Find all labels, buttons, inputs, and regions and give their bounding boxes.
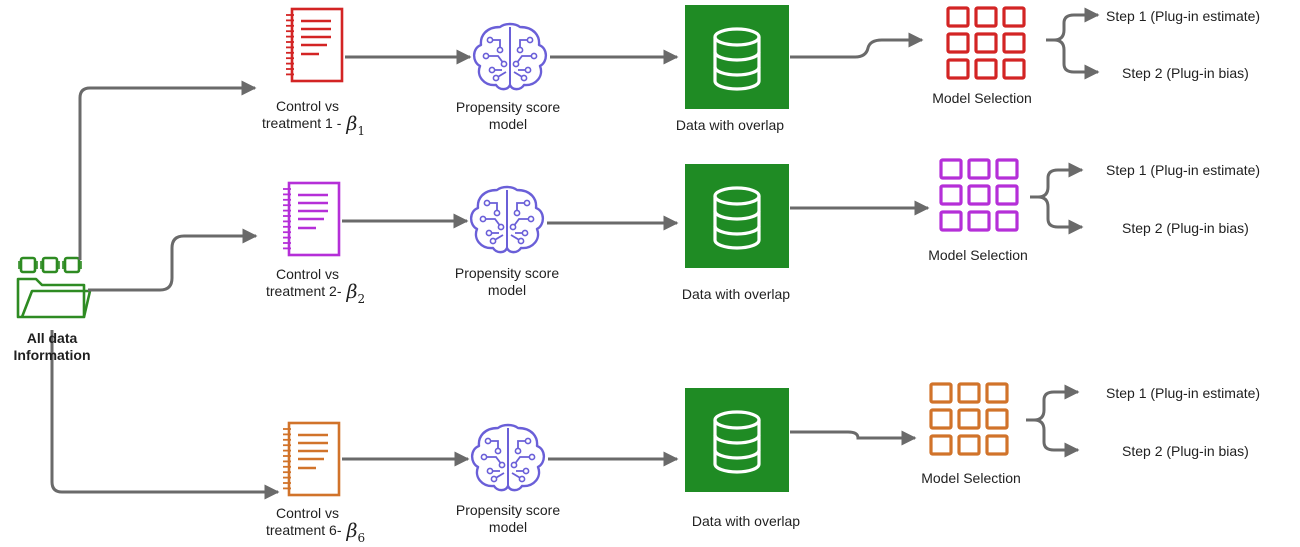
contrast-label-row-2: Control vs treatment 2-β2 bbox=[266, 266, 392, 308]
data-overlap-label-row-1: Data with overlap bbox=[675, 117, 785, 133]
source-connectors bbox=[50, 80, 280, 500]
document-icon bbox=[286, 7, 344, 83]
arrow-to-step2 bbox=[1053, 38, 1100, 80]
connector-source-row-1 bbox=[78, 80, 257, 260]
brain-icon bbox=[469, 185, 545, 254]
brain-icon bbox=[472, 22, 548, 91]
model-selection-label-row-3: Model Selection bbox=[921, 470, 1021, 486]
brain-icon bbox=[470, 423, 546, 492]
contrast-line1: Control vs bbox=[276, 505, 340, 521]
propensity-line1: Propensity score bbox=[454, 265, 560, 281]
contrast-line2: treatment 1 - bbox=[262, 115, 342, 131]
step2-label-row-1: Step 2 (Plug-in bias) bbox=[1122, 65, 1249, 81]
row-arrows bbox=[342, 384, 1080, 467]
model-selection-label-row-1: Model Selection bbox=[932, 90, 1032, 106]
propensity-line2: model bbox=[487, 282, 527, 298]
row-arrows bbox=[342, 162, 1084, 235]
propensity-label-row-2: Propensity score model bbox=[444, 265, 570, 299]
connector-source-row-3 bbox=[50, 330, 280, 500]
model-grid-icon bbox=[946, 6, 1026, 80]
contrast-line1: Control vs bbox=[276, 98, 340, 114]
propensity-label-row-1: Propensity score model bbox=[445, 99, 571, 133]
step2-label-row-3: Step 2 (Plug-in bias) bbox=[1122, 443, 1249, 459]
step1-label-row-3: Step 1 (Plug-in estimate) bbox=[1106, 385, 1261, 401]
model-selection-label-row-2: Model Selection bbox=[928, 247, 1028, 263]
document-icon bbox=[283, 421, 341, 497]
propensity-line1: Propensity score bbox=[455, 502, 561, 518]
model-grid-icon bbox=[939, 158, 1019, 232]
step1-label-row-1: Step 1 (Plug-in estimate) bbox=[1106, 8, 1261, 24]
contrast-label-row-1: Control vs treatment 1 -β1 bbox=[262, 98, 388, 140]
arrow-to-step1 bbox=[1026, 384, 1080, 422]
propensity-line2: model bbox=[488, 116, 528, 132]
database-icon bbox=[683, 3, 791, 111]
connector-source-row-2 bbox=[88, 228, 258, 292]
document-icon bbox=[283, 181, 341, 257]
arrow-data-to-selection bbox=[790, 32, 924, 59]
arrow-data-to-selection bbox=[790, 430, 917, 446]
propensity-label-row-3: Propensity score model bbox=[445, 502, 571, 536]
row-arrows bbox=[345, 7, 1100, 80]
database-icon bbox=[683, 162, 791, 270]
arrow-to-step1 bbox=[1046, 7, 1100, 42]
database-icon bbox=[683, 386, 791, 494]
arrow-to-step2 bbox=[1033, 418, 1080, 458]
contrast-line1: Control vs bbox=[276, 266, 340, 282]
propensity-line1: Propensity score bbox=[455, 99, 561, 115]
source-label-line1: All data bbox=[26, 330, 78, 346]
contrast-line2: treatment 6- bbox=[266, 522, 342, 538]
arrow-to-step1 bbox=[1030, 162, 1084, 199]
arrow-to-step2 bbox=[1037, 195, 1084, 235]
model-grid-icon bbox=[929, 382, 1009, 456]
beta-symbol: β2 bbox=[346, 281, 366, 306]
contrast-line2: treatment 2- bbox=[266, 283, 342, 299]
source-label-line2: Information bbox=[13, 347, 91, 363]
step1-label-row-2: Step 1 (Plug-in estimate) bbox=[1106, 162, 1261, 178]
data-overlap-label-row-2: Data with overlap bbox=[681, 286, 791, 302]
step2-label-row-2: Step 2 (Plug-in bias) bbox=[1122, 220, 1249, 236]
propensity-line2: model bbox=[488, 519, 528, 535]
beta-symbol: β6 bbox=[346, 520, 366, 545]
beta-symbol: β1 bbox=[346, 113, 365, 138]
data-overlap-label-row-3: Data with overlap bbox=[691, 513, 801, 529]
data-folder-icon bbox=[16, 256, 92, 319]
contrast-label-row-3: Control vs treatment 6-β6 bbox=[266, 505, 392, 547]
source-label: All data Information bbox=[0, 330, 104, 364]
